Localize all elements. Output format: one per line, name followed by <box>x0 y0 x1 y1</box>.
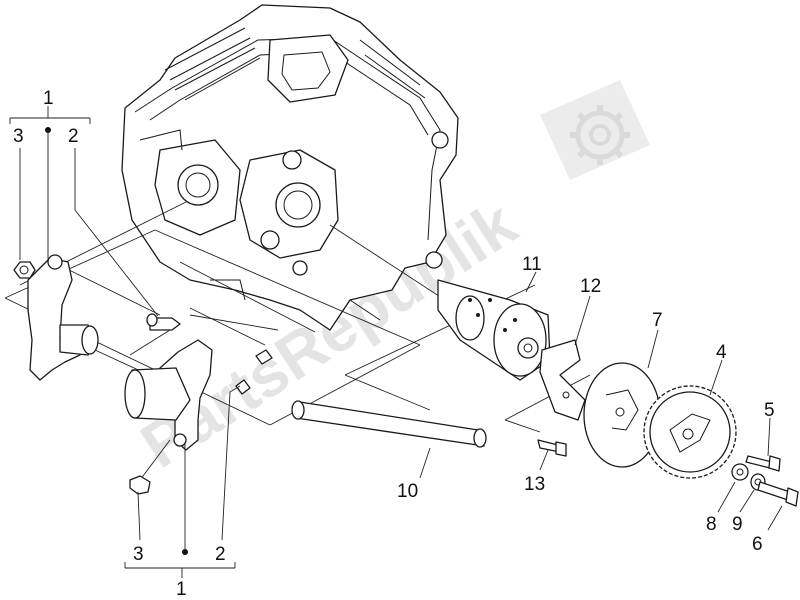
rocker-arm-upper <box>27 254 99 381</box>
cylinder-head <box>121 4 459 331</box>
callout-2-bottom: 2 <box>215 544 226 565</box>
pin-2-bottom <box>235 349 273 395</box>
sprocket <box>643 385 737 479</box>
callout-13: 13 <box>524 474 545 495</box>
callout-3-bottom: 3 <box>133 544 144 565</box>
callout-8: 8 <box>706 514 717 535</box>
callout-2-top: 2 <box>68 126 79 147</box>
callout-11: 11 <box>522 254 542 275</box>
callout-4: 4 <box>716 342 727 363</box>
gear-icon <box>540 80 650 180</box>
nut-3-bottom <box>129 475 151 495</box>
nut-3-top <box>13 261 36 279</box>
callout-12: 12 <box>580 276 601 297</box>
callout-labels: 1 3 2 11 12 7 4 5 10 13 8 9 6 3 2 1 <box>13 88 775 600</box>
callout-1-top: 1 <box>43 88 54 109</box>
washer-8 <box>731 463 749 481</box>
callout-9: 9 <box>732 514 743 535</box>
callout-7: 7 <box>652 310 663 331</box>
callout-leaders <box>9 106 783 578</box>
callout-10: 10 <box>397 481 418 502</box>
callout-5: 5 <box>764 400 775 421</box>
pin-2-top <box>146 313 181 331</box>
callout-6: 6 <box>752 534 763 555</box>
cooling-fins <box>164 27 426 101</box>
callout-1-bottom: 1 <box>176 579 187 600</box>
rocker-shaft <box>291 400 487 448</box>
retaining-plate <box>539 339 586 421</box>
bolt-5 <box>745 455 781 472</box>
bolt-6 <box>757 481 799 507</box>
rocker-arm-lower <box>124 339 213 451</box>
camshaft <box>437 279 551 381</box>
callout-3-top: 3 <box>13 126 24 147</box>
bolt-13 <box>537 439 567 457</box>
